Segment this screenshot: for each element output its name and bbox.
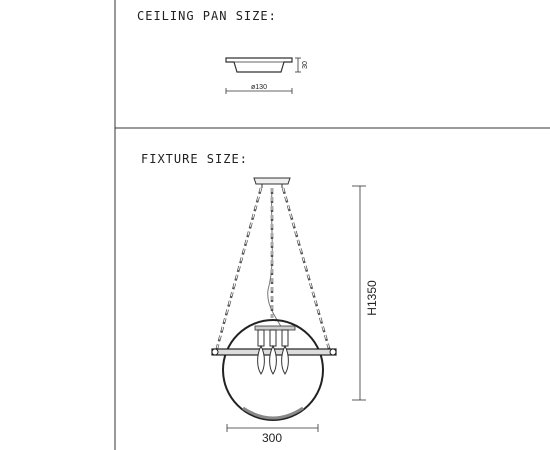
- fixture-title: FIXTURE SIZE:: [141, 152, 248, 166]
- fixture-height-label: H1350: [365, 280, 379, 316]
- left-chain: [214, 187, 263, 353]
- right-chain: [281, 187, 332, 353]
- ceiling-pan-title: CEILING PAN SIZE:: [137, 9, 277, 23]
- ceiling-pan-drawing: [225, 57, 301, 94]
- fixture-drawing: [211, 177, 366, 432]
- ceiling-pan-height-label: 30: [302, 61, 309, 69]
- bulbs: [257, 329, 289, 375]
- ceiling-pan-width-label: ø130: [251, 84, 267, 91]
- fixture-width-label: 300: [262, 431, 282, 445]
